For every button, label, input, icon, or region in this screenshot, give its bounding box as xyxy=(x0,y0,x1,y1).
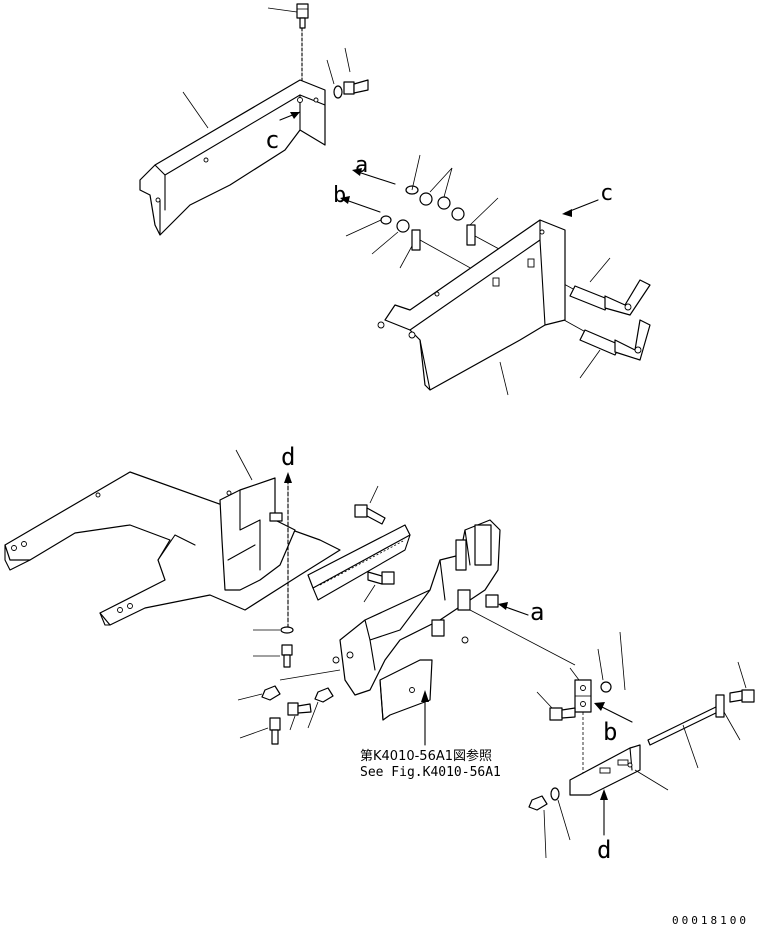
long-rod xyxy=(647,694,741,769)
lower-mid-nut xyxy=(307,687,334,729)
view-label-a-bottom: a xyxy=(530,598,544,626)
view-label-a-top: a xyxy=(355,153,368,178)
lower-left-bolt-b xyxy=(239,717,281,745)
bolt-mid-lower xyxy=(363,571,395,603)
knob-upper xyxy=(569,279,651,316)
rod-end-bolt xyxy=(729,661,755,703)
view-label-b-top: b xyxy=(333,183,346,208)
lower-left-bolt-a xyxy=(287,702,312,731)
reference-note-jp: 第K4010-56A1図参照 xyxy=(360,748,492,764)
view-label-d-bottom: d xyxy=(597,836,611,864)
view-label-d-top: d xyxy=(281,443,295,471)
right-bracket-block xyxy=(528,631,669,859)
reference-note-en: See Fig.K4010-56A1 xyxy=(360,765,501,780)
bolt-washer-upper xyxy=(326,47,369,99)
lower-left-nut xyxy=(237,685,281,701)
part-number: 00018100 xyxy=(672,914,749,927)
view-label-b-bottom: b xyxy=(603,718,617,746)
lower-frame-assembly xyxy=(4,449,755,859)
bolt-mid-upper xyxy=(354,485,386,525)
view-label-c-top: c xyxy=(600,181,613,206)
upper-cover-left xyxy=(139,3,326,236)
view-label-c-cover: c xyxy=(265,126,279,154)
knob-lower xyxy=(579,319,651,361)
upper-cover-right xyxy=(340,154,651,396)
